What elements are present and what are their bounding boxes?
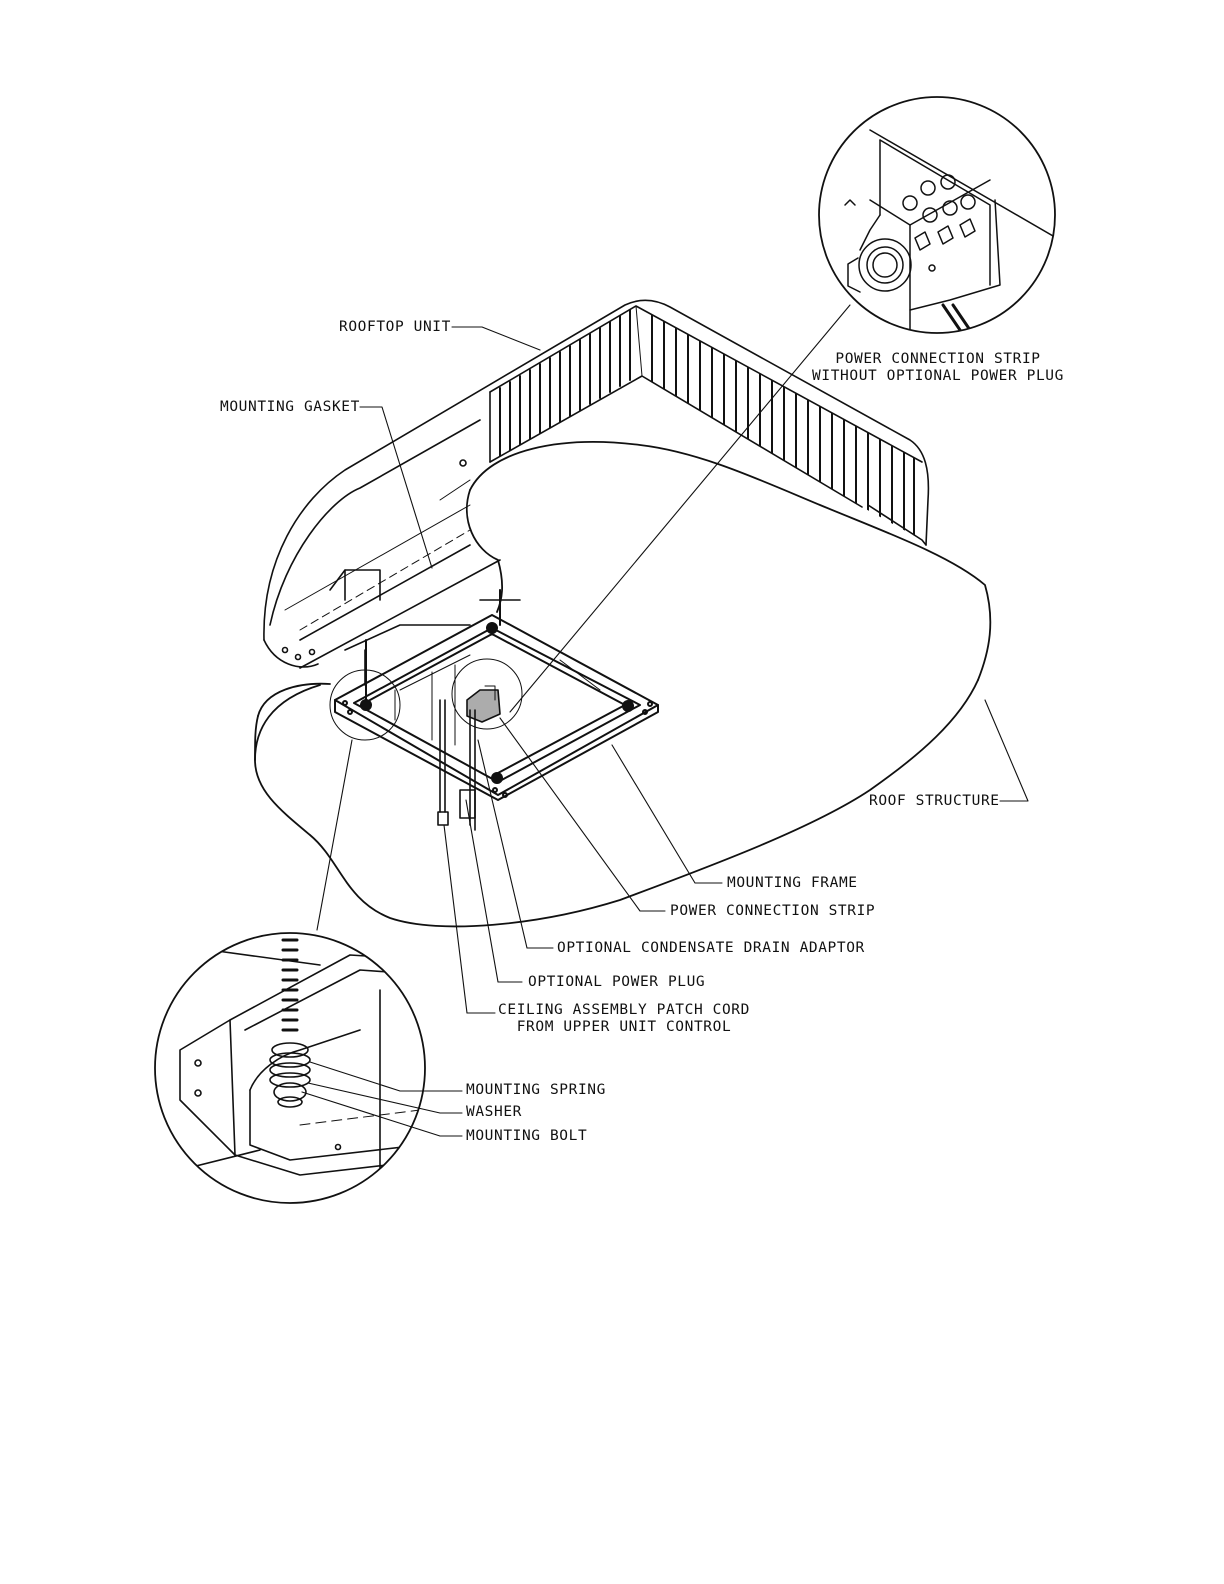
power-strip-assembly: [438, 686, 500, 830]
label-condensate-drain: OPTIONAL CONDENSATE DRAIN ADAPTOR: [557, 940, 865, 957]
label-patch-cord-line2: FROM UPPER UNIT CONTROL: [497, 1019, 751, 1036]
detail-power-strip: [819, 97, 1060, 333]
label-mounting-gasket: MOUNTING GASKET: [220, 399, 360, 416]
label-power-connection-strip: POWER CONNECTION STRIP: [670, 903, 875, 920]
gasket-and-ducts: [300, 545, 520, 685]
label-rooftop-unit: ROOFTOP UNIT: [339, 319, 451, 336]
label-mounting-frame: MOUNTING FRAME: [727, 875, 858, 892]
label-power-strip-detail-line1: POWER CONNECTION STRIP: [812, 351, 1064, 368]
label-patch-cord-line1: CEILING ASSEMBLY PATCH CORD: [497, 1002, 751, 1019]
label-roof-structure: ROOF STRUCTURE: [869, 793, 1000, 810]
label-mounting-spring: MOUNTING SPRING: [466, 1082, 606, 1099]
label-washer: WASHER: [466, 1104, 522, 1121]
label-power-strip-detail-line2: WITHOUT OPTIONAL POWER PLUG: [812, 368, 1064, 385]
detail-mounting-bolt: [155, 930, 430, 1203]
label-power-plug: OPTIONAL POWER PLUG: [528, 974, 705, 991]
label-mounting-bolt: MOUNTING BOLT: [466, 1128, 587, 1145]
